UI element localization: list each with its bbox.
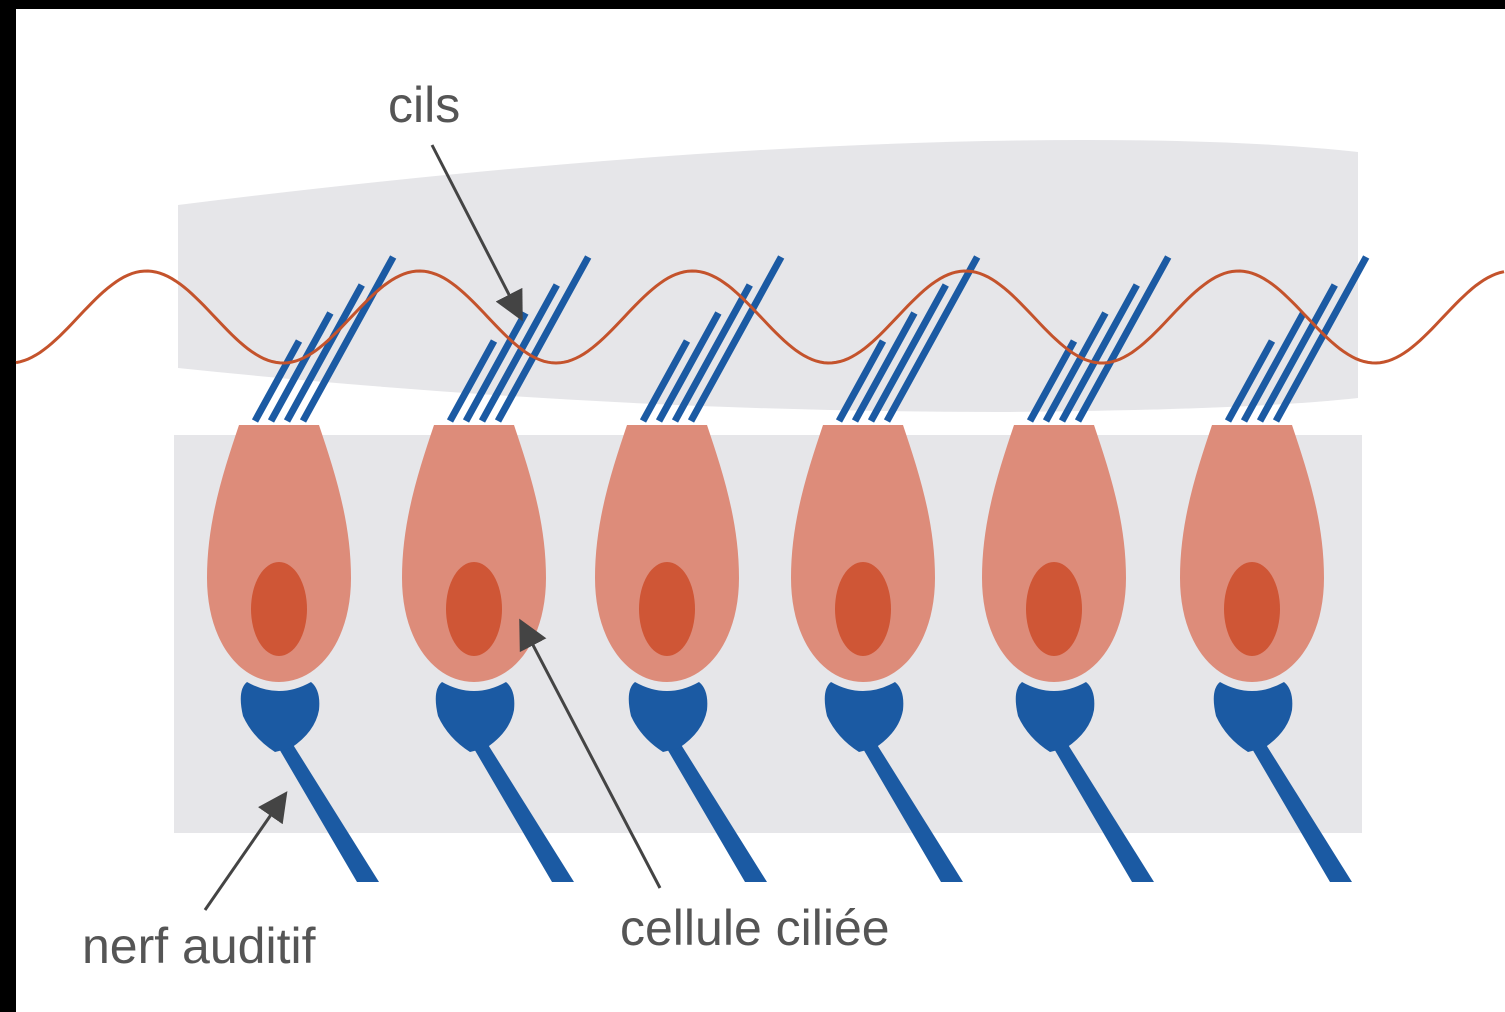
auditory-nerve-label: nerf auditif [82, 918, 316, 974]
cilia-label: cils [388, 77, 460, 133]
cell-nucleus [251, 562, 307, 656]
cell-nucleus [1026, 562, 1082, 656]
basilar-tissue [174, 435, 1362, 833]
cell-nucleus [1224, 562, 1280, 656]
hair-cell-label: cellule ciliée [620, 900, 890, 956]
cell-nucleus [639, 562, 695, 656]
cell-nucleus [446, 562, 502, 656]
cell-nucleus [835, 562, 891, 656]
